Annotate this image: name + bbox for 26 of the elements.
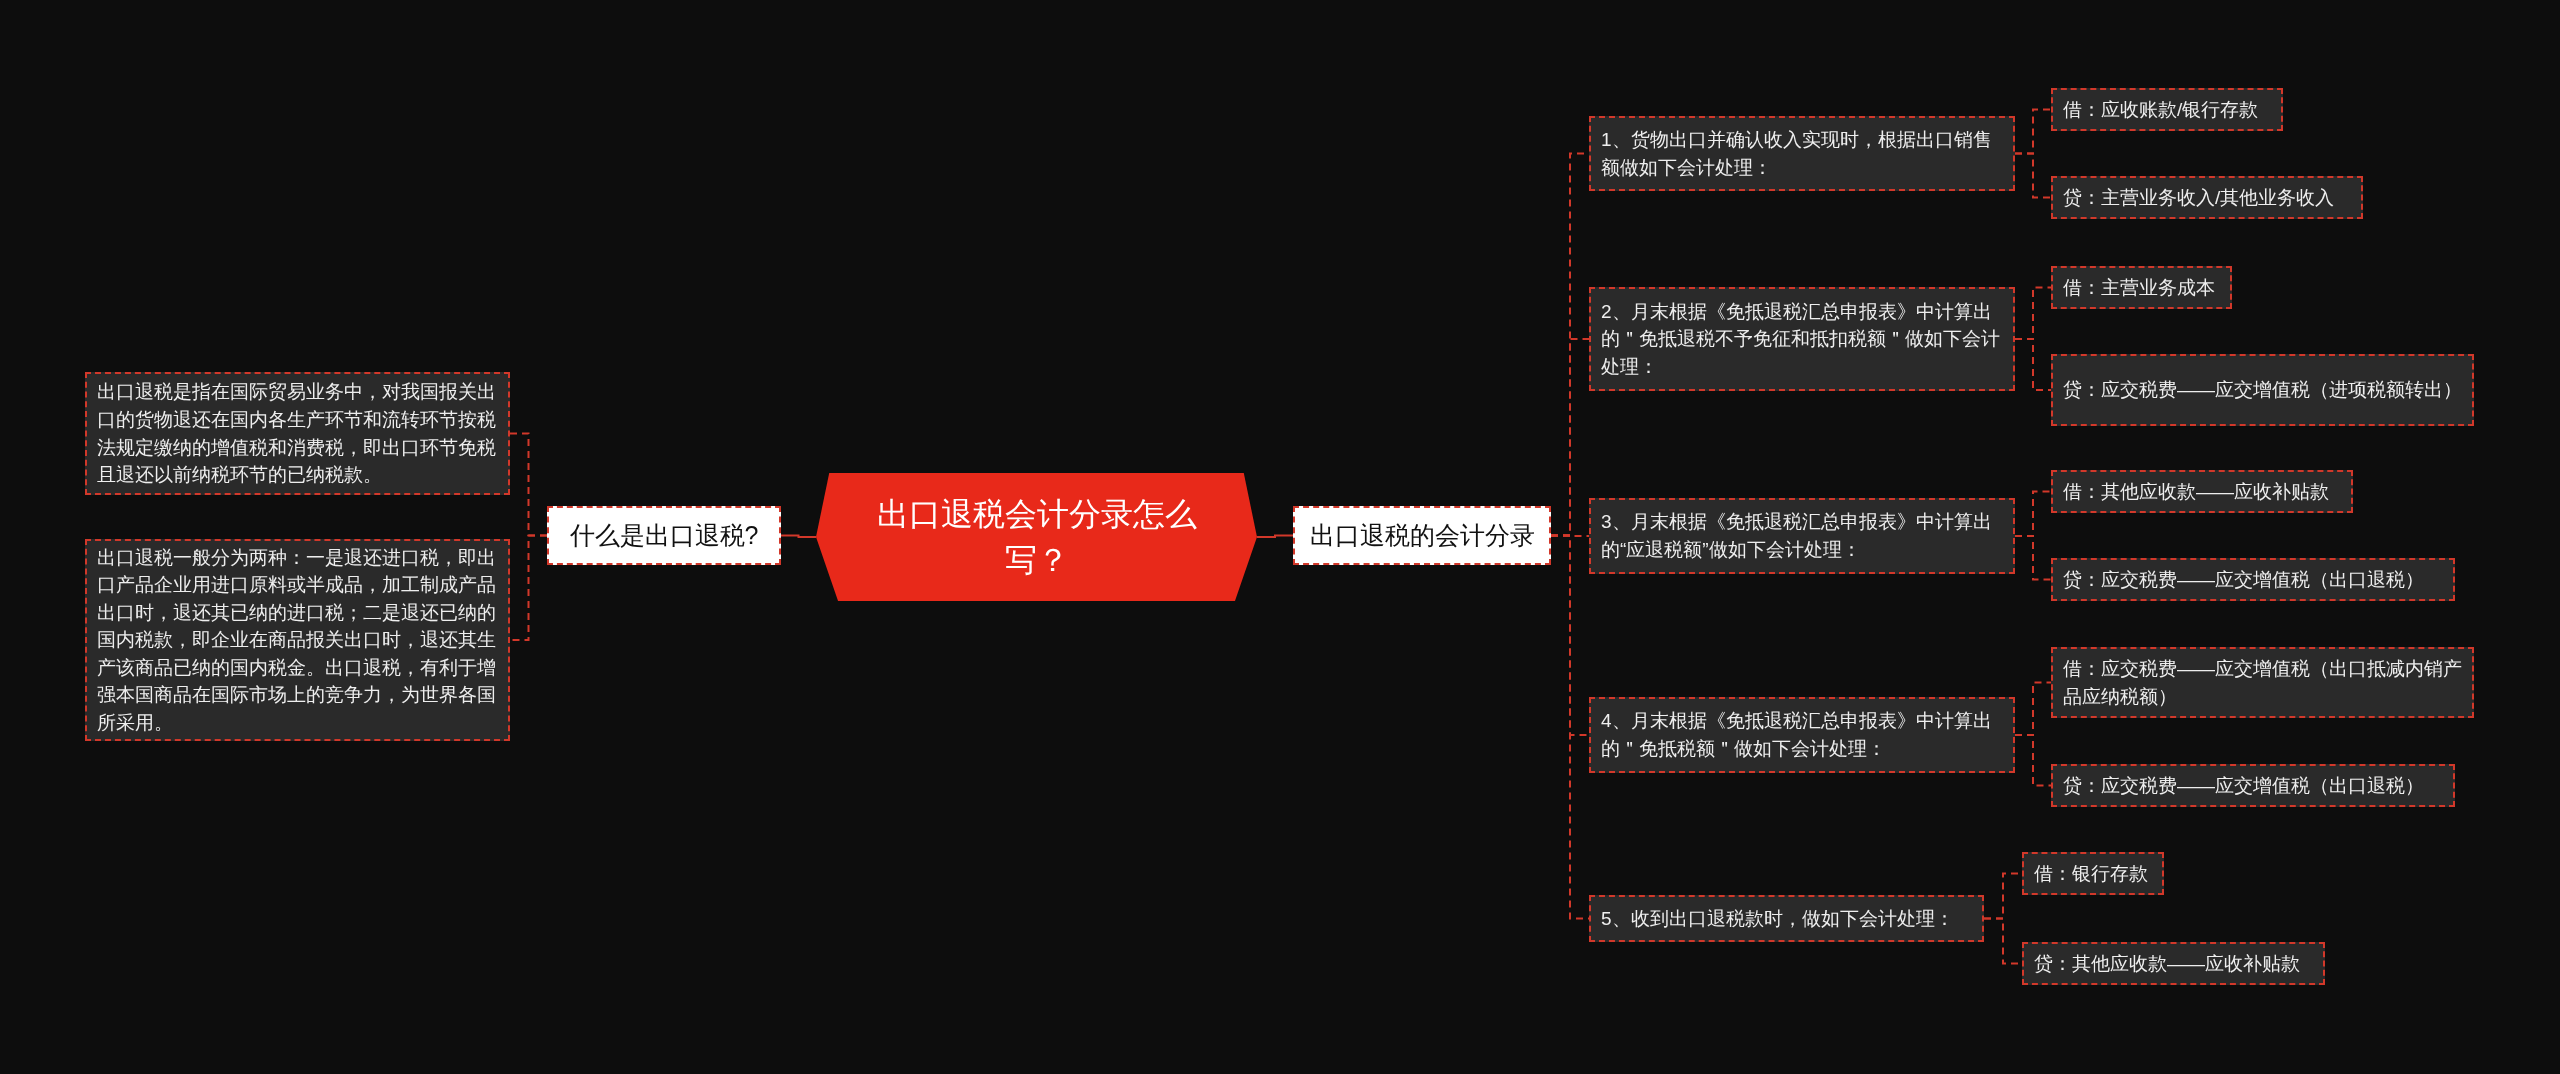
- branch-topic: 出口退税的会计分录: [1293, 506, 1551, 565]
- subtopic-node: 4、月末根据《免抵退税汇总申报表》中计算出的＂免抵税额＂做如下会计处理：: [1589, 697, 2015, 773]
- connector-line: [2014, 535, 2052, 581]
- central-topic: 出口退税会计分录怎么写？: [816, 473, 1257, 601]
- connector-line: [780, 534, 817, 538]
- subtopic-node: 3、月末根据《免抵退税汇总申报表》中计算出的“应退税额”做如下会计处理：: [1589, 498, 2015, 574]
- subtopic-node: 贷：应交税费——应交增值税（进项税额转出）: [2051, 354, 2474, 426]
- connector-line: [1256, 534, 1294, 538]
- subtopic-node: 2、月末根据《免抵退税汇总申报表》中计算出的＂免抵退税不予免征和抵扣税额＂做如下会计处理：: [1589, 287, 2015, 391]
- branch-topic: 什么是出口退税?: [547, 506, 781, 565]
- subtopic-node: 贷：其他应收款——应收补贴款: [2022, 942, 2325, 985]
- subtopic-node: 借：主营业务成本: [2051, 266, 2232, 309]
- subtopic-node: 1、货物出口并确认收入实现时，根据出口销售额做如下会计处理：: [1589, 116, 2015, 191]
- subtopic-node: 贷：应交税费——应交增值税（出口退税）: [2051, 764, 2455, 807]
- subtopic-node: 借：其他应收款——应收补贴款: [2051, 470, 2353, 513]
- subtopic-node: 借：应交税费——应交增值税（出口抵减内销产品应纳税额）: [2051, 647, 2474, 718]
- subtopic-node: 5、收到出口退税款时，做如下会计处理：: [1589, 895, 1984, 942]
- subtopic-node: 贷：主营业务收入/其他业务收入: [2051, 176, 2363, 219]
- subtopic-node: 贷：应交税费——应交增值税（出口退税）: [2051, 558, 2455, 601]
- subtopic-node: 借：应收账款/银行存款: [2051, 88, 2283, 131]
- connector-line: [2014, 734, 2052, 787]
- connector-line: [2014, 338, 2052, 391]
- connector-line: [2014, 152, 2052, 199]
- subtopic-node: 借：银行存款: [2022, 852, 2164, 895]
- subtopic-node: 出口退税一般分为两种：一是退还进口税，即出口产品企业用进口原料或半成品，加工制成产品出口时，退还其已纳的进口税；二是退还已纳的国内税款，即企业在商品报关出口时，退还其生产该商品已纳的国内税金。出口退税，有利于增强本国商品在国际市场上的竞争力，为世界各国所采用。: [85, 539, 510, 741]
- subtopic-node: 出口退税是指在国际贸易业务中，对我国报关出口的货物退还在国内各生产环节和流转环节按税法规定缴纳的增值税和消费税，即出口环节免税且退还以前纳税环节的已纳税款。: [85, 372, 510, 495]
